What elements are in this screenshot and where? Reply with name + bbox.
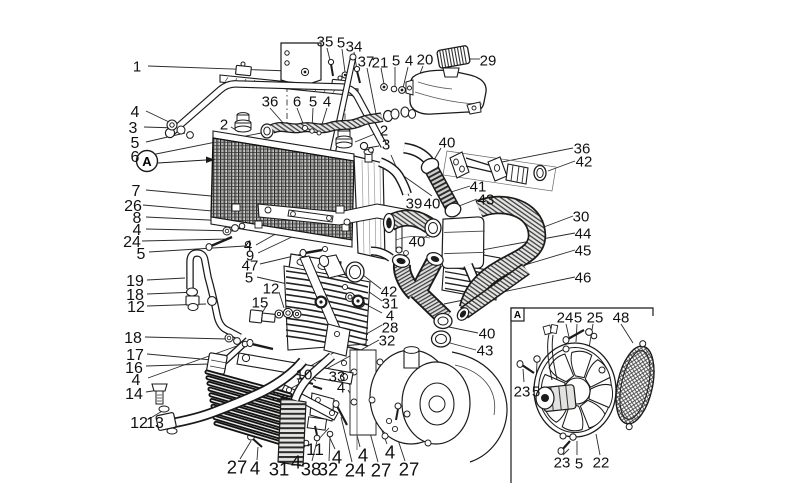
svg-text:5: 5 [245, 269, 253, 286]
svg-text:12: 12 [263, 280, 280, 297]
svg-text:23: 23 [514, 383, 531, 400]
svg-text:42: 42 [381, 283, 398, 300]
svg-text:29: 29 [480, 52, 497, 69]
svg-text:1: 1 [133, 58, 141, 75]
svg-text:16: 16 [125, 360, 143, 377]
svg-text:23: 23 [554, 454, 571, 471]
svg-text:34: 34 [346, 38, 363, 55]
svg-text:4: 4 [132, 372, 141, 389]
svg-text:5: 5 [392, 52, 400, 69]
svg-text:17: 17 [126, 347, 144, 364]
svg-text:14: 14 [125, 386, 143, 403]
svg-text:3: 3 [129, 120, 138, 137]
svg-text:2: 2 [380, 122, 388, 139]
svg-text:31: 31 [382, 295, 399, 312]
svg-text:4: 4 [323, 93, 331, 110]
svg-text:7: 7 [132, 183, 141, 200]
svg-text:39: 39 [406, 195, 423, 212]
svg-text:5: 5 [137, 246, 146, 263]
svg-text:27: 27 [371, 460, 392, 481]
svg-text:41: 41 [470, 178, 487, 195]
svg-text:4: 4 [250, 458, 260, 479]
svg-text:4: 4 [332, 447, 342, 468]
svg-text:4: 4 [386, 307, 394, 324]
svg-text:36: 36 [262, 93, 279, 110]
svg-text:4: 4 [405, 52, 413, 69]
svg-text:4: 4 [385, 442, 395, 463]
svg-text:11: 11 [306, 440, 324, 459]
svg-text:27: 27 [399, 459, 420, 480]
svg-text:20: 20 [417, 51, 434, 68]
svg-text:8: 8 [133, 210, 142, 227]
svg-text:46: 46 [575, 269, 592, 286]
svg-text:36: 36 [574, 140, 591, 157]
svg-text:24: 24 [123, 234, 141, 251]
svg-text:32: 32 [318, 459, 339, 480]
svg-text:43: 43 [478, 191, 495, 208]
svg-text:40: 40 [409, 233, 426, 250]
svg-text:35: 35 [317, 33, 334, 50]
svg-text:A: A [142, 154, 152, 169]
svg-text:4: 4 [133, 222, 142, 239]
svg-text:4: 4 [131, 104, 140, 121]
svg-text:5: 5 [574, 309, 582, 326]
svg-text:13: 13 [146, 415, 164, 432]
svg-text:28: 28 [382, 319, 399, 336]
svg-text:27: 27 [227, 457, 248, 478]
svg-text:12: 12 [130, 415, 148, 432]
svg-text:45: 45 [575, 242, 592, 259]
svg-text:32: 32 [379, 332, 396, 349]
svg-text:4: 4 [358, 445, 368, 466]
svg-text:33: 33 [329, 368, 346, 385]
svg-text:40: 40 [424, 195, 441, 212]
svg-text:18: 18 [124, 330, 142, 347]
svg-text:25: 25 [587, 309, 604, 326]
svg-text:9: 9 [246, 247, 254, 264]
svg-text:44: 44 [575, 225, 592, 242]
svg-text:40: 40 [479, 325, 496, 342]
svg-text:22: 22 [593, 454, 610, 471]
svg-text:2: 2 [220, 116, 228, 133]
svg-text:4: 4 [291, 452, 301, 473]
svg-text:47: 47 [242, 257, 259, 274]
svg-text:10: 10 [296, 366, 313, 383]
svg-text:26: 26 [124, 198, 142, 215]
svg-text:24: 24 [557, 309, 574, 326]
svg-text:43: 43 [477, 342, 494, 359]
svg-text:38: 38 [301, 459, 322, 480]
svg-text:48: 48 [613, 309, 630, 326]
svg-text:21: 21 [372, 54, 389, 71]
svg-text:42: 42 [576, 153, 593, 170]
svg-text:37: 37 [358, 53, 375, 70]
svg-text:5: 5 [575, 455, 583, 472]
svg-text:4: 4 [337, 379, 345, 396]
svg-text:A: A [514, 310, 521, 321]
svg-text:6: 6 [131, 149, 140, 166]
svg-text:15: 15 [252, 294, 269, 311]
svg-text:5: 5 [532, 383, 540, 400]
svg-text:30: 30 [573, 208, 590, 225]
svg-text:5: 5 [309, 93, 317, 110]
svg-text:5: 5 [131, 135, 140, 152]
svg-text:5: 5 [337, 34, 345, 51]
svg-text:19: 19 [126, 273, 144, 290]
svg-text:4: 4 [244, 237, 252, 254]
svg-text:6: 6 [293, 93, 301, 110]
svg-text:18: 18 [126, 287, 144, 304]
svg-text:40: 40 [439, 134, 456, 151]
svg-text:3: 3 [382, 136, 390, 153]
svg-text:31: 31 [269, 459, 290, 480]
svg-text:24: 24 [345, 460, 366, 481]
svg-text:12: 12 [127, 299, 145, 316]
